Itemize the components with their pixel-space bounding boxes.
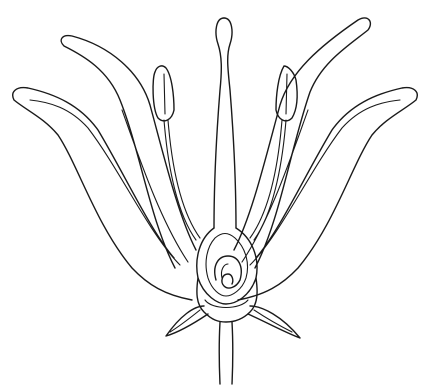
sepal-left bbox=[166, 306, 208, 336]
stamen-left bbox=[153, 66, 200, 240]
pedicel bbox=[219, 322, 233, 384]
petal-outer-right bbox=[238, 88, 417, 300]
ovule bbox=[215, 256, 242, 288]
petal-outer-left bbox=[13, 88, 192, 300]
pistil-stigma-style bbox=[214, 18, 236, 228]
sepal-right bbox=[248, 306, 300, 338]
petal-inner-left bbox=[61, 36, 196, 268]
stamen-right bbox=[250, 66, 297, 240]
ovary bbox=[197, 228, 257, 304]
